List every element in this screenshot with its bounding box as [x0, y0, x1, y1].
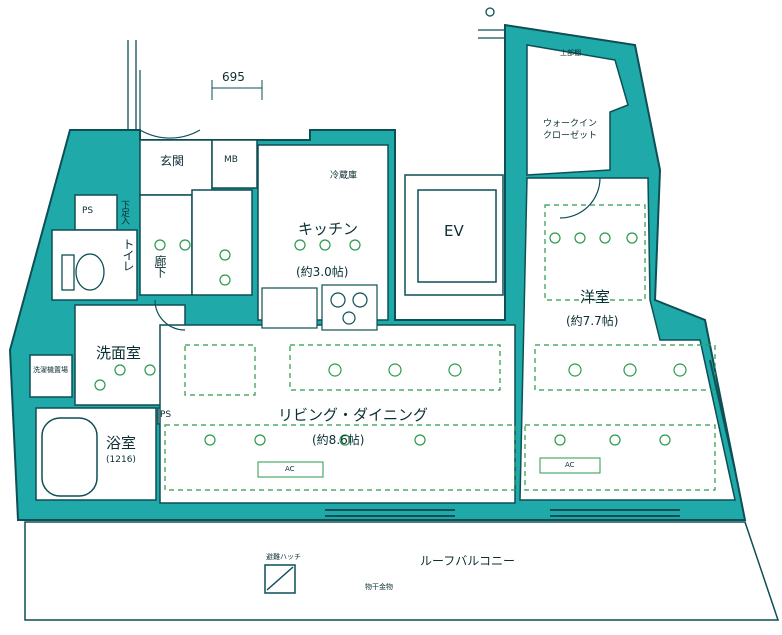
walk-in-top-note-label: 上部棚: [560, 49, 581, 57]
washing-machine-label: 洗濯機置場: [33, 366, 68, 374]
evacuation-hatch-label: 避難ハッチ: [266, 553, 301, 561]
elevator-label: EV: [444, 222, 464, 240]
roof-balcony-label: ルーフバルコニー: [420, 554, 516, 568]
washroom-label: 洗面室: [96, 344, 142, 362]
kitchen-size-label: (約3.0帖): [296, 265, 349, 279]
roof-balcony-area: [24, 521, 780, 621]
ac-living-label: AC: [285, 465, 295, 473]
shoe-cabinet-label: 下足入: [119, 200, 129, 224]
dashed-guides: [164, 204, 716, 491]
ac-units: [257, 457, 601, 478]
living-dining-size-label: (約8.6帖): [312, 433, 365, 447]
ac-bedroom-label: AC: [565, 461, 575, 469]
drying-hardware-label: 物干金物: [365, 583, 393, 591]
walk-in-closet-label: ウォークイン クローゼット: [543, 119, 598, 141]
entrance-label: 玄関: [160, 154, 185, 168]
bath-label: 浴室: [106, 434, 137, 452]
pipe-space-top-label: PS: [82, 206, 94, 216]
toilet-fixture: [61, 253, 105, 291]
elevator-frame: [404, 174, 504, 296]
bath-size-label: (1216): [106, 455, 136, 465]
fridge-label: 冷蔵庫: [330, 171, 358, 181]
toilet-label: トイレ: [121, 238, 135, 271]
dimension-line: [211, 80, 263, 100]
pipe-space-bath-label: PS: [160, 410, 172, 420]
living-dining-label: リビング・ダイニング: [278, 406, 429, 424]
kitchen-label: キッチン: [298, 220, 359, 238]
stove: [261, 284, 378, 331]
western-room-size-label: (約7.7帖): [566, 314, 619, 328]
windows: [325, 359, 736, 517]
doors: [139, 70, 601, 331]
top-pipes: [127, 7, 505, 130]
bathtub: [41, 417, 98, 497]
meter-box-label: MB: [224, 155, 238, 165]
fixtures: [94, 232, 687, 446]
western-room-label: 洋室: [580, 288, 611, 306]
corridor-label: 廊下: [153, 255, 167, 277]
dimension-label: 695: [222, 70, 245, 84]
